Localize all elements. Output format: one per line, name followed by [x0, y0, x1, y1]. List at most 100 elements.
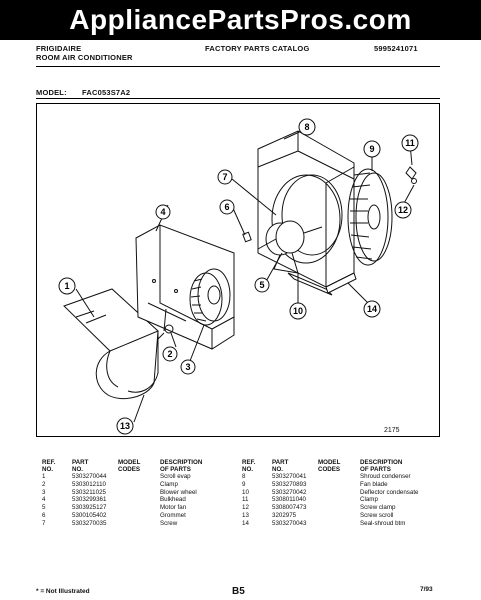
header-rule [36, 66, 440, 67]
diagram-frame [36, 103, 440, 437]
grommet-drawing [242, 231, 252, 243]
part-number: 5303211025 [72, 488, 106, 496]
fan-blade-drawing [347, 168, 393, 266]
scroll-evap-drawing [63, 288, 159, 399]
page-number: B5 [232, 586, 245, 597]
part-description: Screw [160, 519, 178, 527]
clamp-drawing [157, 324, 174, 340]
part-description: Scroll evap [160, 473, 191, 480]
product-name: ROOM AIR CONDITIONER [36, 53, 133, 62]
callout-4: 4 [160, 207, 165, 217]
model-codes [316, 520, 358, 528]
model-codes [316, 504, 358, 512]
ref-number: 11 [242, 496, 249, 504]
model-codes [316, 496, 358, 504]
part-description: Blower wheel [160, 488, 197, 496]
ref-number: 6 [42, 511, 46, 519]
exploded-parts-diagram: 1 2 3 4 5 6 7 8 9 10 11 12 13 14 [58, 118, 419, 435]
model-rule [36, 98, 440, 99]
brand-name: FRIGIDAIRE [36, 44, 82, 53]
document-number: 5995241071 [374, 44, 418, 53]
model-codes [116, 496, 158, 504]
model-codes [316, 512, 358, 520]
part-number: 5303270044 [72, 473, 107, 480]
model-codes [116, 481, 158, 489]
not-illustrated-note: * = Not Illustrated [36, 588, 90, 595]
shroud-condenser-drawing [257, 130, 355, 288]
table-row: 7 5303270035 Screw [40, 520, 222, 528]
model-label: MODEL: [36, 88, 67, 97]
part-number: 5303270041 [272, 473, 307, 480]
table-row: 9 5303270893 Fan blade [240, 481, 432, 489]
part-description: Clamp [360, 496, 378, 504]
ref-number: 9 [242, 480, 246, 488]
ref-number: 2 [42, 480, 46, 488]
table-row: 11 5308011040 Clamp [240, 496, 432, 504]
model-codes [316, 481, 358, 489]
watermark-banner: AppliancePartsPros.com [0, 0, 481, 40]
table-row: 1 5303270044 Scroll evap [40, 473, 222, 481]
model-codes [116, 473, 158, 481]
part-description: Seal-shroud btm [360, 519, 406, 527]
callout-6: 6 [224, 202, 229, 212]
part-description: Screw clamp [360, 504, 396, 512]
ref-number: 7 [42, 519, 46, 527]
part-description: Fan blade [360, 480, 388, 488]
table-row: 4 5303299361 Bulkhead [40, 496, 222, 504]
part-number: 5303925127 [72, 504, 107, 512]
callout-10: 10 [293, 306, 303, 316]
ref-number: 13 [242, 511, 249, 519]
callout-9: 9 [369, 144, 374, 154]
callout-7: 7 [222, 172, 227, 182]
deflector-drawing [287, 272, 333, 296]
col-ref-header: REF.NO. [42, 459, 56, 473]
part-number: 5303270042 [272, 488, 307, 496]
part-description: Shroud condenser [360, 473, 411, 480]
revision-date: 7/93 [420, 586, 433, 593]
model-codes [116, 504, 158, 512]
figure-number: 2175 [384, 427, 400, 434]
part-number: 5303012110 [72, 480, 106, 488]
callout-8: 8 [304, 122, 309, 132]
part-number: 5303270893 [272, 480, 307, 488]
seal-shroud-drawing [325, 272, 357, 294]
part-number: 5308011040 [272, 496, 306, 504]
ref-number: 4 [42, 496, 46, 504]
callout-12: 12 [398, 205, 408, 215]
col-ref-header: REF.NO. [242, 459, 256, 473]
callout-11: 11 [405, 138, 415, 148]
model-codes [116, 489, 158, 497]
part-description: Bulkhead [160, 496, 186, 504]
ref-number: 10 [242, 488, 249, 496]
ref-number: 3 [42, 488, 46, 496]
part-number: 5303270035 [72, 519, 107, 527]
ref-number: 14 [242, 519, 249, 527]
callout-13: 13 [120, 421, 130, 431]
blower-wheel-drawing [189, 268, 231, 326]
table-row: 8 5303270041 Shroud condenser [240, 473, 432, 481]
model-codes [316, 489, 358, 497]
ref-number: 8 [242, 473, 246, 480]
motor-fan-drawing [257, 220, 323, 274]
model-codes [116, 520, 158, 528]
part-number: 5300105402 [72, 511, 107, 519]
part-number: 5303299361 [72, 496, 107, 504]
callout-14: 14 [367, 304, 377, 314]
ref-number: 5 [42, 504, 46, 512]
ref-number: 1 [42, 473, 46, 480]
callout-2: 2 [167, 349, 172, 359]
